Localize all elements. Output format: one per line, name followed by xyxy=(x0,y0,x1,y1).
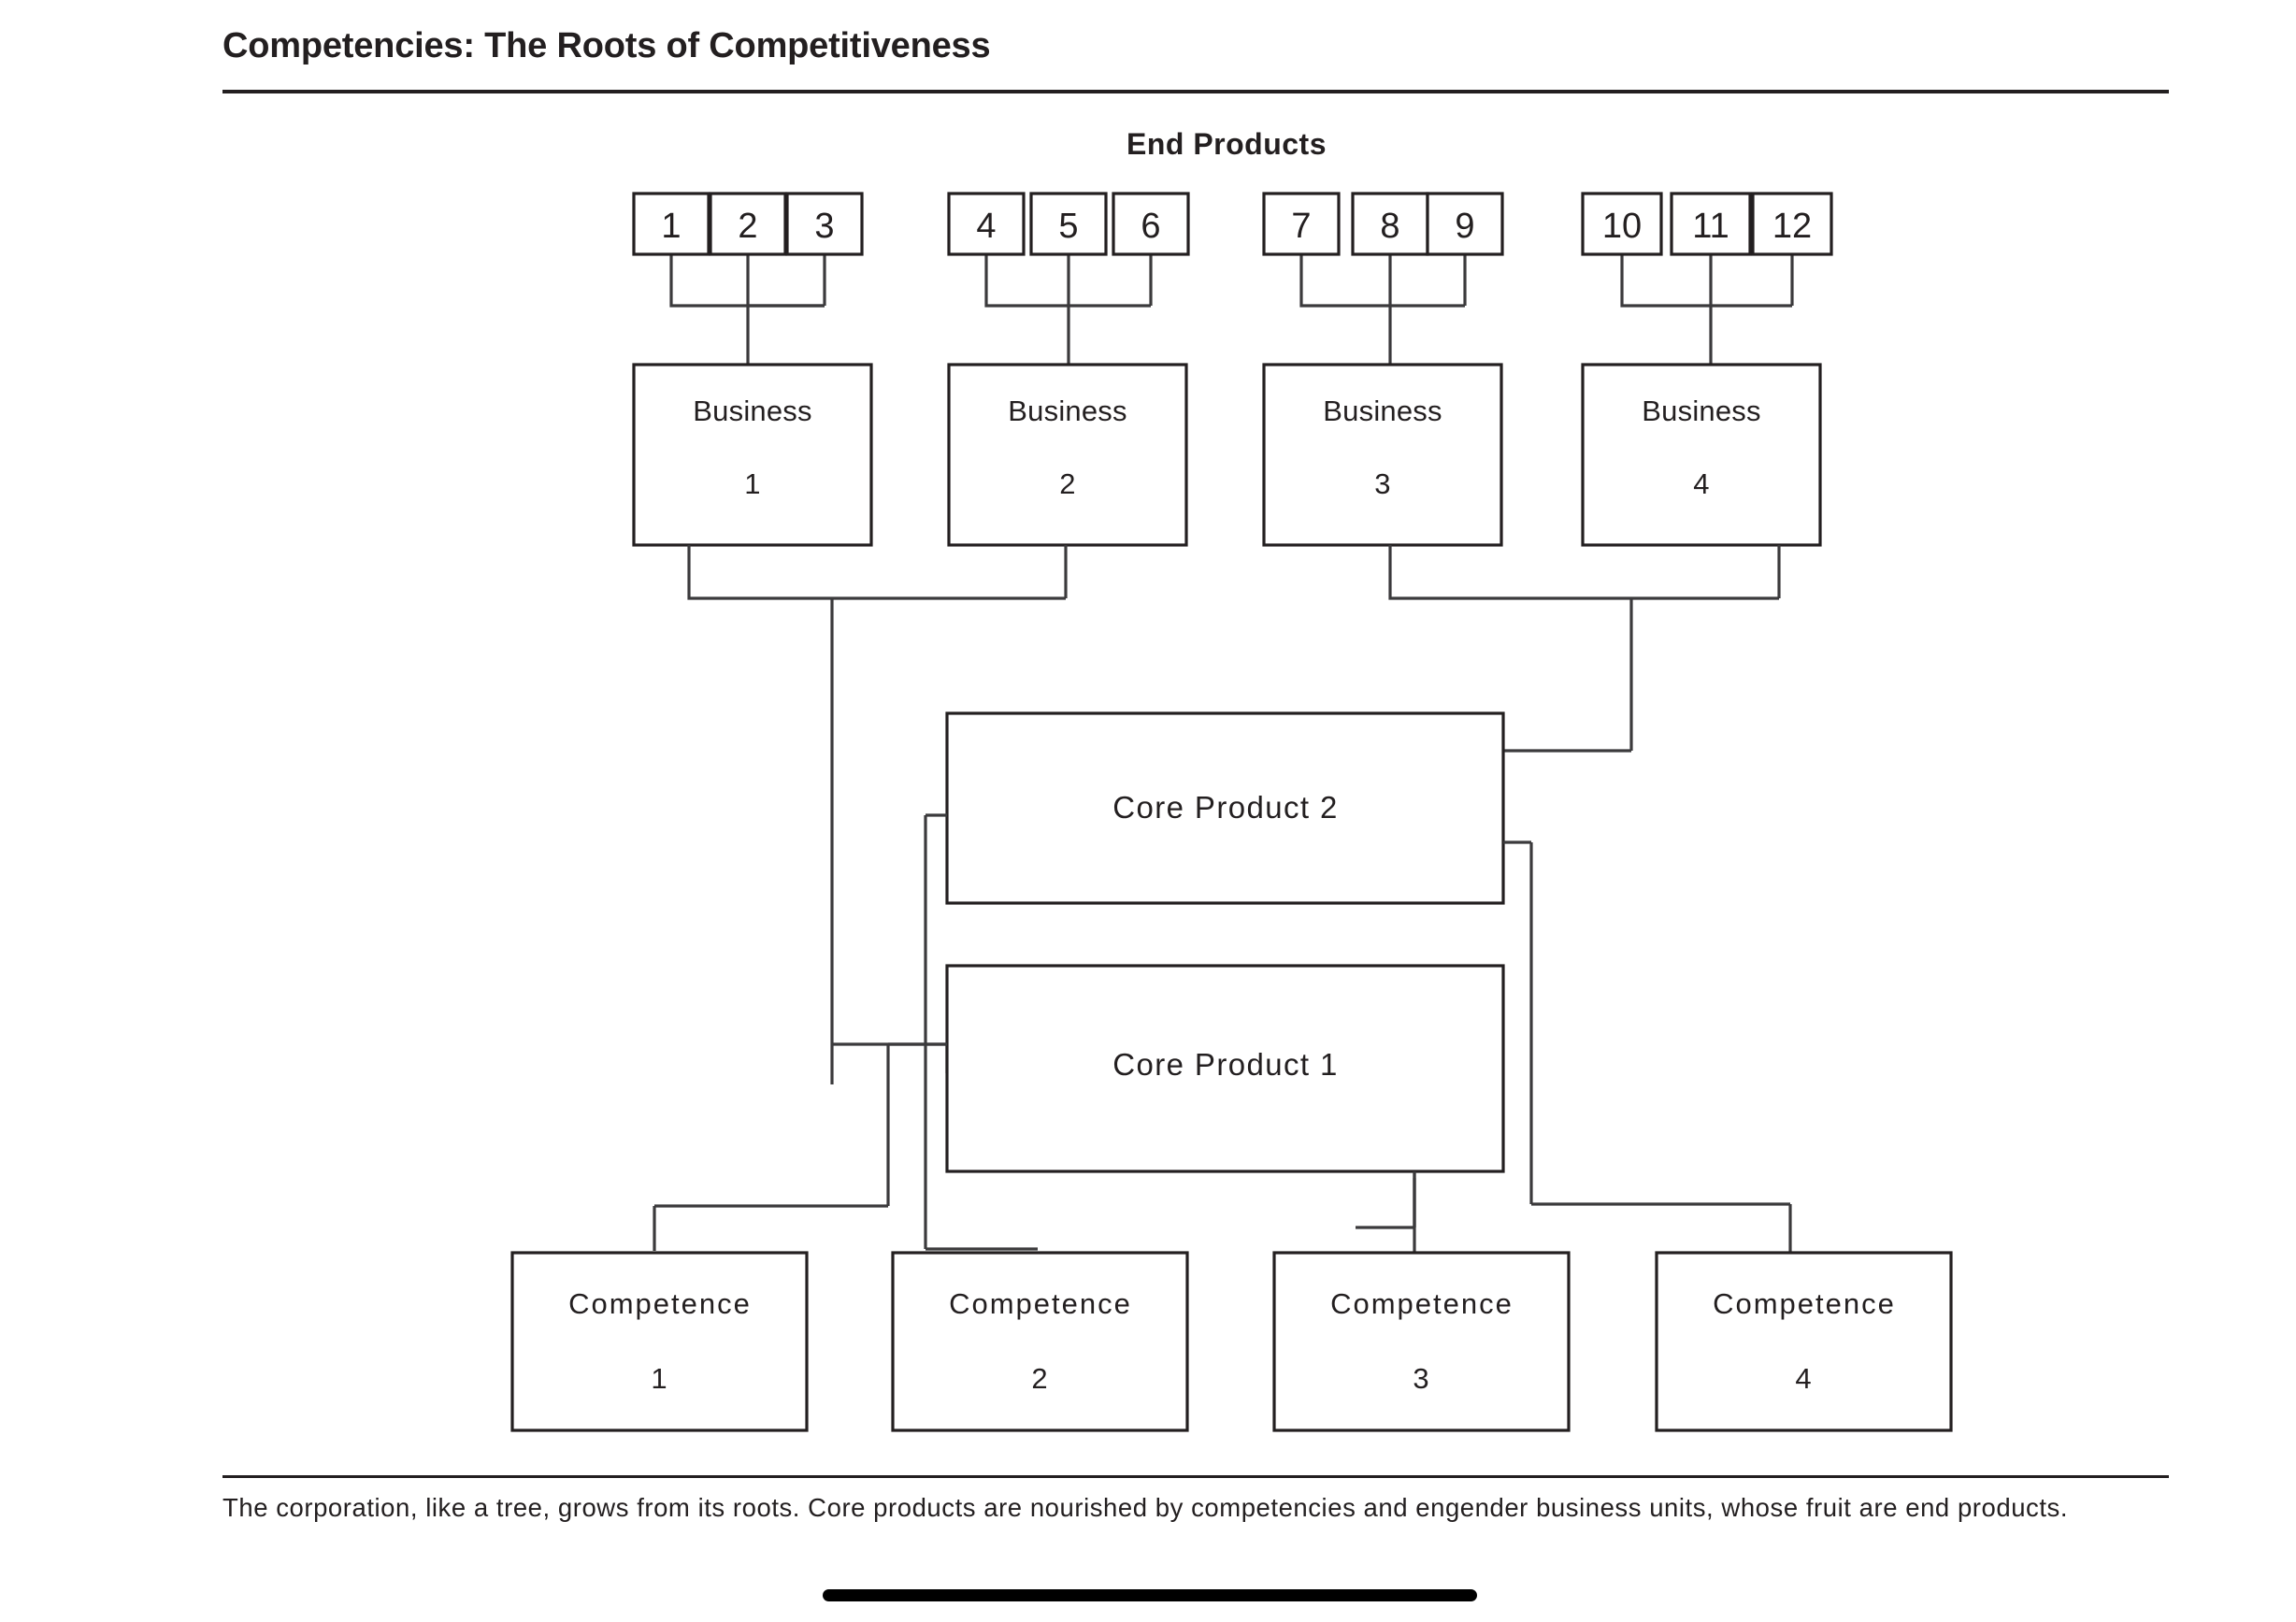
core-product-box-1[interactable]: Core Product 1 xyxy=(945,964,1505,1173)
end-product-box-1[interactable]: 1 xyxy=(632,192,710,256)
competence-box-2[interactable]: Competence 2 xyxy=(891,1251,1189,1432)
connector-competence3-to-coreproduct1 xyxy=(1356,1171,1416,1253)
business-box-4[interactable]: Business 4 xyxy=(1581,363,1822,547)
competence-number-2: 2 xyxy=(1031,1362,1049,1395)
caption-divider-rule xyxy=(222,1475,2169,1478)
page-title: Competencies: The Roots of Competitivene… xyxy=(222,26,991,65)
competence-box-3[interactable]: Competence 3 xyxy=(1272,1251,1571,1432)
business-box-2[interactable]: Business 2 xyxy=(947,363,1188,547)
core-product-label-1: Core Product 1 xyxy=(1112,1047,1339,1082)
connector-competence2-to-coreproduct2 xyxy=(924,813,1038,1251)
core-product-label-2: Core Product 2 xyxy=(1112,790,1339,825)
end-of-article-bar xyxy=(823,1589,1477,1601)
end-product-box-6[interactable]: 6 xyxy=(1112,192,1190,256)
competence-number-3: 3 xyxy=(1413,1362,1430,1395)
connector-business34-to-coreproduct2 xyxy=(1388,545,1781,753)
business-label-1: Business xyxy=(693,395,811,427)
business-number-3: 3 xyxy=(1374,467,1390,500)
end-product-label-10: 10 xyxy=(1602,207,1642,246)
end-product-label-3: 3 xyxy=(814,207,834,246)
competence-label-1: Competence xyxy=(568,1287,752,1320)
title-divider-rule xyxy=(222,90,2169,93)
end-product-box-5[interactable]: 5 xyxy=(1029,192,1108,256)
competence-box-4[interactable]: Competence 4 xyxy=(1655,1251,1953,1432)
business-number-2: 2 xyxy=(1059,467,1075,500)
business-box-1[interactable]: Business 1 xyxy=(632,363,873,547)
end-product-box-2[interactable]: 2 xyxy=(709,192,787,256)
end-product-label-12: 12 xyxy=(1772,207,1812,246)
end-product-label-1: 1 xyxy=(661,207,681,246)
competence-number-4: 4 xyxy=(1795,1362,1813,1395)
end-product-box-4[interactable]: 4 xyxy=(947,192,1026,256)
business-box-3[interactable]: Business 3 xyxy=(1262,363,1503,547)
end-product-label-5: 5 xyxy=(1058,207,1078,246)
business-label-2: Business xyxy=(1008,395,1126,427)
competence-label-2: Competence xyxy=(949,1287,1132,1320)
connector-group-endproducts-2 xyxy=(984,254,1153,365)
end-product-label-8: 8 xyxy=(1380,207,1399,246)
business-number-1: 1 xyxy=(744,467,760,500)
end-product-box-3[interactable]: 3 xyxy=(785,192,864,256)
end-product-box-12[interactable]: 12 xyxy=(1751,192,1833,256)
end-product-label-9: 9 xyxy=(1455,207,1474,246)
end-product-box-7[interactable]: 7 xyxy=(1262,192,1341,256)
end-product-label-7: 7 xyxy=(1291,207,1311,246)
business-label-4: Business xyxy=(1642,395,1760,427)
connector-competence1-to-coreproduct1 xyxy=(653,1042,947,1251)
end-product-box-10[interactable]: 10 xyxy=(1581,192,1663,256)
competence-number-1: 1 xyxy=(651,1362,668,1395)
competence-box-1[interactable]: Competence 1 xyxy=(510,1251,809,1432)
figure-caption: The corporation, like a tree, grows from… xyxy=(222,1493,2069,1522)
end-product-label-11: 11 xyxy=(1692,207,1729,246)
competence-label-3: Competence xyxy=(1330,1287,1514,1320)
end-product-box-8[interactable]: 8 xyxy=(1351,192,1429,256)
end-product-label-4: 4 xyxy=(976,207,996,246)
competence-label-4: Competence xyxy=(1713,1287,1896,1320)
business-label-3: Business xyxy=(1323,395,1442,427)
end-product-box-11[interactable]: 11 xyxy=(1670,192,1752,256)
end-product-label-6: 6 xyxy=(1141,207,1160,246)
connector-group-endproducts-3 xyxy=(1299,254,1467,365)
business-number-4: 4 xyxy=(1693,467,1709,500)
end-product-label-2: 2 xyxy=(738,207,757,246)
end-products-header: End Products xyxy=(1126,127,1327,161)
connector-competence4-to-coreproduct2 xyxy=(1503,840,1792,1253)
connector-group-endproducts-1 xyxy=(669,254,826,365)
core-product-box-2[interactable]: Core Product 2 xyxy=(945,711,1505,905)
connector-group-endproducts-4 xyxy=(1620,254,1794,365)
end-product-box-9[interactable]: 9 xyxy=(1426,192,1504,256)
